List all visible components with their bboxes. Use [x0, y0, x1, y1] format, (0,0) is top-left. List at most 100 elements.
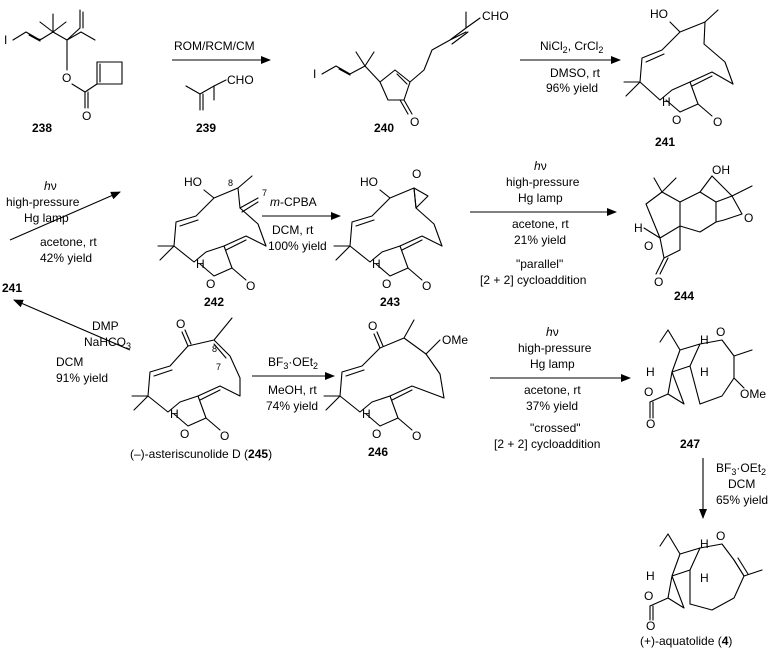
r4-line2: DCM, rt — [272, 223, 314, 237]
atom-OMe-246: OMe — [442, 333, 468, 347]
r8-line5: 37% yield — [526, 399, 578, 413]
atom-O-ring-244: O — [644, 239, 653, 253]
atom-H-242: H — [196, 257, 205, 271]
label-245: (–)-asteriscunolide D (245) — [130, 447, 272, 461]
label-243: 243 — [380, 295, 400, 309]
atom-O-240: O — [410, 115, 419, 129]
r8-line2: high-pressure — [518, 341, 592, 355]
r5-line2: high-pressure — [506, 175, 580, 189]
atom-H-244: H — [634, 221, 643, 235]
atom-number-8-245: 8 — [212, 344, 217, 354]
r5-line5: 21% yield — [514, 233, 566, 247]
atom-O-ketone-246: O — [368, 319, 377, 333]
structure-239: CHO — [185, 73, 254, 111]
atom-H-247-c: H — [700, 365, 709, 379]
atom-iodine-240: I — [313, 67, 316, 81]
r6-line1: DMP — [92, 319, 119, 333]
structure-aquatolide: H H H O O O — [644, 529, 763, 633]
r1-conditions: ROM/RCM/CM — [174, 39, 255, 53]
r9-line2: DCM — [728, 477, 755, 491]
r8-line7: [2 + 2] cycloaddition — [494, 437, 600, 451]
atom-O-ring-245: O — [180, 427, 189, 441]
r5-line4: acetone, rt — [512, 217, 569, 231]
r8-line1: hν — [546, 325, 559, 339]
label-240: 240 — [374, 121, 394, 135]
r8-line3: Hg lamp — [530, 357, 575, 371]
atom-O-ring-4: O — [644, 589, 653, 603]
r3-line3: Hg lamp — [24, 211, 69, 225]
r8-line6: "crossed" — [530, 421, 581, 435]
label-aquatolide: (+)-aquatolide (4) — [640, 634, 732, 648]
atom-O-ester: O — [62, 71, 71, 85]
atom-H-241: H — [662, 95, 671, 109]
label-247: 247 — [680, 437, 700, 451]
structure-240: I O CHO — [313, 9, 509, 129]
atom-O-ring-242: O — [206, 277, 215, 291]
atom-OH-244: OH — [712, 163, 730, 177]
structure-242: HO 8 7 H O O — [157, 175, 267, 293]
r9-line3: 65% yield — [716, 493, 768, 507]
structure-247: H H H O OMe O O — [644, 325, 766, 431]
atom-O-246: O — [412, 429, 421, 443]
r9-line1: BF3·OEt2 — [716, 461, 766, 477]
label-241-left: 241 — [2, 281, 22, 295]
atom-O-247: O — [646, 417, 655, 431]
r5-line7: [2 + 2] cycloaddition — [480, 273, 586, 287]
r6-line4: 91% yield — [56, 371, 108, 385]
atom-H-4-c: H — [700, 571, 709, 585]
r5-line1: hν — [534, 159, 547, 173]
r8-line4: acetone, rt — [524, 383, 581, 397]
atom-O-ring-246: O — [372, 427, 381, 441]
label-239: 239 — [196, 121, 216, 135]
r2-line3: 96% yield — [546, 81, 598, 95]
r7-line3: 74% yield — [266, 399, 318, 413]
r6-line2: NaHCO3 — [84, 335, 131, 351]
r4-line3: 100% yield — [268, 239, 327, 253]
atom-O-epoxide-244: O — [744, 211, 753, 225]
label-246: 246 — [368, 445, 388, 459]
atom-CHO-239: CHO — [227, 73, 254, 87]
atom-H-246: H — [362, 407, 371, 421]
r3-line4: acetone, rt — [40, 235, 97, 249]
atom-H-247-b: H — [700, 333, 709, 347]
atom-O-245: O — [220, 429, 229, 443]
atom-O-241: O — [713, 115, 722, 129]
structure-245: O 8 7 H O O — [131, 317, 241, 443]
r6-line3: DCM — [56, 355, 83, 369]
r3-line5: 42% yield — [40, 251, 92, 265]
atom-O-ketone-245: O — [176, 317, 185, 331]
structure-241: HO H O O — [623, 7, 734, 129]
structure-246: O OMe H O O — [323, 319, 468, 443]
arrow-r6 — [13, 299, 131, 351]
atom-O-4: O — [646, 619, 655, 633]
atom-HO-241: HO — [650, 7, 668, 21]
arrow-r3 — [9, 191, 121, 241]
atom-H-247-a: H — [646, 365, 655, 379]
atom-number-7: 7 — [262, 188, 267, 198]
structure-244: H OH O O O — [634, 163, 753, 289]
atom-O-ketone-247: O — [716, 325, 725, 339]
atom-O-243: O — [422, 279, 431, 293]
atom-HO-242: HO — [184, 175, 202, 189]
atom-O-ring-243: O — [382, 277, 391, 291]
atom-H-4-b: H — [700, 537, 709, 551]
atom-O-epoxide-243: O — [412, 167, 421, 181]
atom-H-4-a: H — [646, 569, 655, 583]
atom-CHO-240: CHO — [482, 9, 509, 23]
r7-line2: MeOH, rt — [268, 383, 317, 397]
atom-H-243: H — [372, 257, 381, 271]
structure-238: I O O — [4, 9, 123, 123]
r7-line1: BF3·OEt2 — [268, 355, 318, 371]
atom-OMe-247: OMe — [740, 387, 766, 401]
label-238: 238 — [32, 121, 52, 135]
atom-HO-243: HO — [360, 175, 378, 189]
label-244: 244 — [674, 289, 694, 303]
atom-O-ring-247: O — [644, 385, 653, 399]
atom-number-7-245: 7 — [216, 362, 221, 372]
r3-line2: high-pressure — [6, 195, 80, 209]
atom-O-ketone-4: O — [716, 529, 725, 543]
atom-H-245: H — [170, 407, 179, 421]
r5-line6: "parallel" — [516, 257, 563, 271]
